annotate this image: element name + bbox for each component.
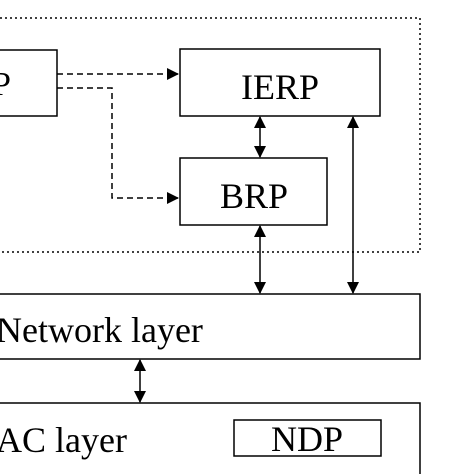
dashed-arrow-to-brp <box>57 87 179 204</box>
ierp-box-label: IERP <box>241 67 319 107</box>
network-layer-label: Network layer <box>0 310 203 350</box>
ndp-box-label: NDP <box>271 419 343 459</box>
routing-zone-boundary <box>0 17 421 253</box>
ndp-box <box>233 419 382 457</box>
brp-box <box>179 157 328 226</box>
ierp-box <box>179 48 381 117</box>
cut-left-box <box>0 49 58 117</box>
brp-box-label: BRP <box>220 176 288 216</box>
network-layer-box <box>0 293 421 360</box>
mac-layer-label: AC layer <box>0 420 127 460</box>
cut-left-box-label: P <box>0 66 11 103</box>
